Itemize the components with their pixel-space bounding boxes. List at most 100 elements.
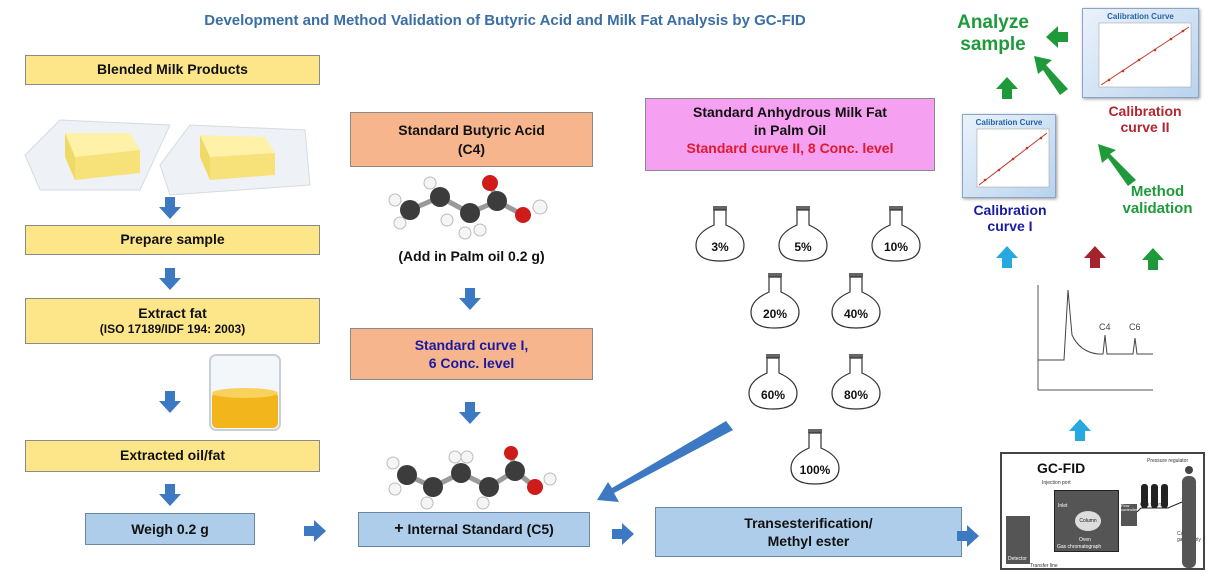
flask-label: 20% <box>762 307 788 321</box>
peak-c6-label: C6 <box>1129 322 1141 332</box>
standard-butyric-acid-label: Standard Butyric Acid <box>398 122 545 139</box>
arrow-down-6 <box>459 402 481 424</box>
calibration-chart-2: Calibration Curve <box>1082 8 1199 98</box>
butyric-acid-molecule-icon <box>388 175 548 240</box>
flask-10pct: 10% <box>868 205 924 263</box>
column-coil: Column <box>1075 511 1101 531</box>
standard-curve-1-label: Standard curve I, <box>414 336 529 353</box>
flask-60pct: 60% <box>745 353 801 411</box>
flask-icon <box>695 206 745 262</box>
standard-butyric-acid-code: (C4) <box>457 140 486 157</box>
gc-fid-instrument: GC-FID Injection port Pressure regulator… <box>1000 452 1205 570</box>
calibration-chart-2-plot <box>1098 22 1192 88</box>
butter-block-right-icon <box>159 124 311 196</box>
analyze-sample-label: Analyze sample <box>938 12 1048 56</box>
standard-curve-2-label: Standard curve II, 8 Conc. level <box>686 140 894 157</box>
blended-milk-products-label: Blended Milk Products <box>97 61 248 78</box>
calibration-chart-1-title: Calibration Curve <box>975 118 1043 127</box>
gc-oven-box: Inlet Column Oven Gas chromatograph <box>1054 490 1119 552</box>
chromatogram <box>1037 285 1153 391</box>
detector-label: Detector <box>1008 556 1027 562</box>
arrow-up-calibration-1 <box>996 246 1018 268</box>
arrow-diagonal-flasks <box>597 421 733 502</box>
gas-chromatograph-label: Gas chromatograph <box>1057 544 1102 550</box>
gc-fid-label: GC-FID <box>1037 460 1086 476</box>
calibration-chart-1: Calibration Curve <box>962 114 1056 198</box>
weigh-box: Weigh 0.2 g <box>85 513 255 545</box>
calibration-chart-1-plot <box>976 128 1050 188</box>
calibration-curve-2-line2: curve II <box>1120 119 1170 136</box>
calibration-curve-1-line1: Calibration <box>973 202 1047 218</box>
calibration-curve-1-line2: curve I <box>987 218 1033 235</box>
column-label: Column <box>1079 518 1097 524</box>
standard-milk-fat-label: Standard Anhydrous Milk Fat <box>693 104 887 120</box>
flask-icon <box>750 273 800 329</box>
flask-icon <box>790 429 840 485</box>
internal-standard-plus: + <box>394 520 404 538</box>
flask-icon <box>871 206 921 262</box>
flask-label: 5% <box>794 240 812 254</box>
calibration-chart-2-title: Calibration Curve <box>1107 12 1174 21</box>
method-validation-label: Method validation <box>1105 183 1210 218</box>
transesterification-box: Transesterification/ Methyl ester <box>655 507 962 557</box>
standard-milk-fat-box: Standard Anhydrous Milk Fat in Palm Oil … <box>645 98 935 171</box>
analyze-label: Analyze <box>957 12 1029 33</box>
flask-icon <box>831 273 881 329</box>
internal-standard-label: Internal Standard (C5) <box>407 521 554 538</box>
butter-block-left-icon <box>24 119 171 191</box>
standard-curve-1-levels: 6 Conc. level <box>428 355 515 371</box>
arrow-diagonal-calibration-2 <box>1034 56 1068 95</box>
butter-images <box>24 119 311 196</box>
calibration-curve-1-label: Calibration curve I <box>960 202 1060 234</box>
flask-20pct: 20% <box>747 272 803 330</box>
transfer-line-label: Transfer line <box>1030 563 1058 569</box>
flask-5pct: 5% <box>775 205 831 263</box>
arrow-down-4 <box>159 484 181 506</box>
flask-100pct: 100% <box>787 428 843 486</box>
extract-fat-reference: (ISO 17189/IDF 194: 2003) <box>99 322 246 337</box>
flask-icon <box>778 206 828 262</box>
flask-label: 100% <box>799 463 831 477</box>
beaker-oil-icon <box>209 354 281 431</box>
standard-milk-fat-medium: in Palm Oil <box>753 122 827 139</box>
arrow-up-analyze <box>996 77 1018 99</box>
flask-40pct: 40% <box>828 272 884 330</box>
detector-box <box>1006 516 1030 564</box>
sample-label: sample <box>960 33 1026 55</box>
peak-c4-label: C4 <box>1099 322 1111 332</box>
extracted-oil-box: Extracted oil/fat <box>25 440 320 472</box>
validation-label: validation <box>1122 200 1193 218</box>
pressure-regulator-label: Pressure regulator <box>1147 458 1189 464</box>
prepare-sample-label: Prepare sample <box>120 231 225 248</box>
arrow-right-2 <box>612 523 634 545</box>
arrow-up-calibration-2 <box>1084 246 1106 268</box>
flask-label: 40% <box>843 307 869 321</box>
transesterification-label: Transesterification/ <box>744 514 873 531</box>
blended-milk-products-box: Blended Milk Products <box>25 55 320 85</box>
arrow-down-5 <box>459 288 481 310</box>
gas-filters-cylinder-icon <box>1137 466 1196 568</box>
flask-label: 80% <box>843 388 869 402</box>
add-palm-oil-text: (Add in Palm oil 0.2 g) <box>398 248 545 264</box>
inlet-label: Inlet <box>1058 503 1068 509</box>
extract-fat-box: Extract fat (ISO 17189/IDF 194: 2003) <box>25 298 320 344</box>
arrow-up-chromatogram <box>1069 419 1091 441</box>
standard-butyric-acid-box: Standard Butyric Acid (C4) <box>350 112 593 167</box>
standard-curve-1-box: Standard curve I, 6 Conc. level <box>350 328 593 380</box>
flask-80pct: 80% <box>828 353 884 411</box>
flow-controller-box: Flow controller <box>1121 504 1137 526</box>
internal-standard-molecule-icon <box>386 446 557 510</box>
weigh-label: Weigh 0.2 g <box>131 520 209 537</box>
methyl-ester-label: Methyl ester <box>767 533 850 549</box>
flask-icon <box>748 354 798 410</box>
prepare-sample-box: Prepare sample <box>25 225 320 255</box>
flask-label: 3% <box>711 240 729 254</box>
arrow-right-1 <box>304 520 326 542</box>
arrow-diagonal-method <box>1098 144 1136 186</box>
arrow-up-method <box>1142 248 1164 270</box>
flask-3pct: 3% <box>692 205 748 263</box>
extracted-oil-label: Extracted oil/fat <box>119 447 226 464</box>
extract-fat-label: Extract fat <box>138 304 207 321</box>
flow-controller-label: Flow controller <box>1121 503 1138 512</box>
